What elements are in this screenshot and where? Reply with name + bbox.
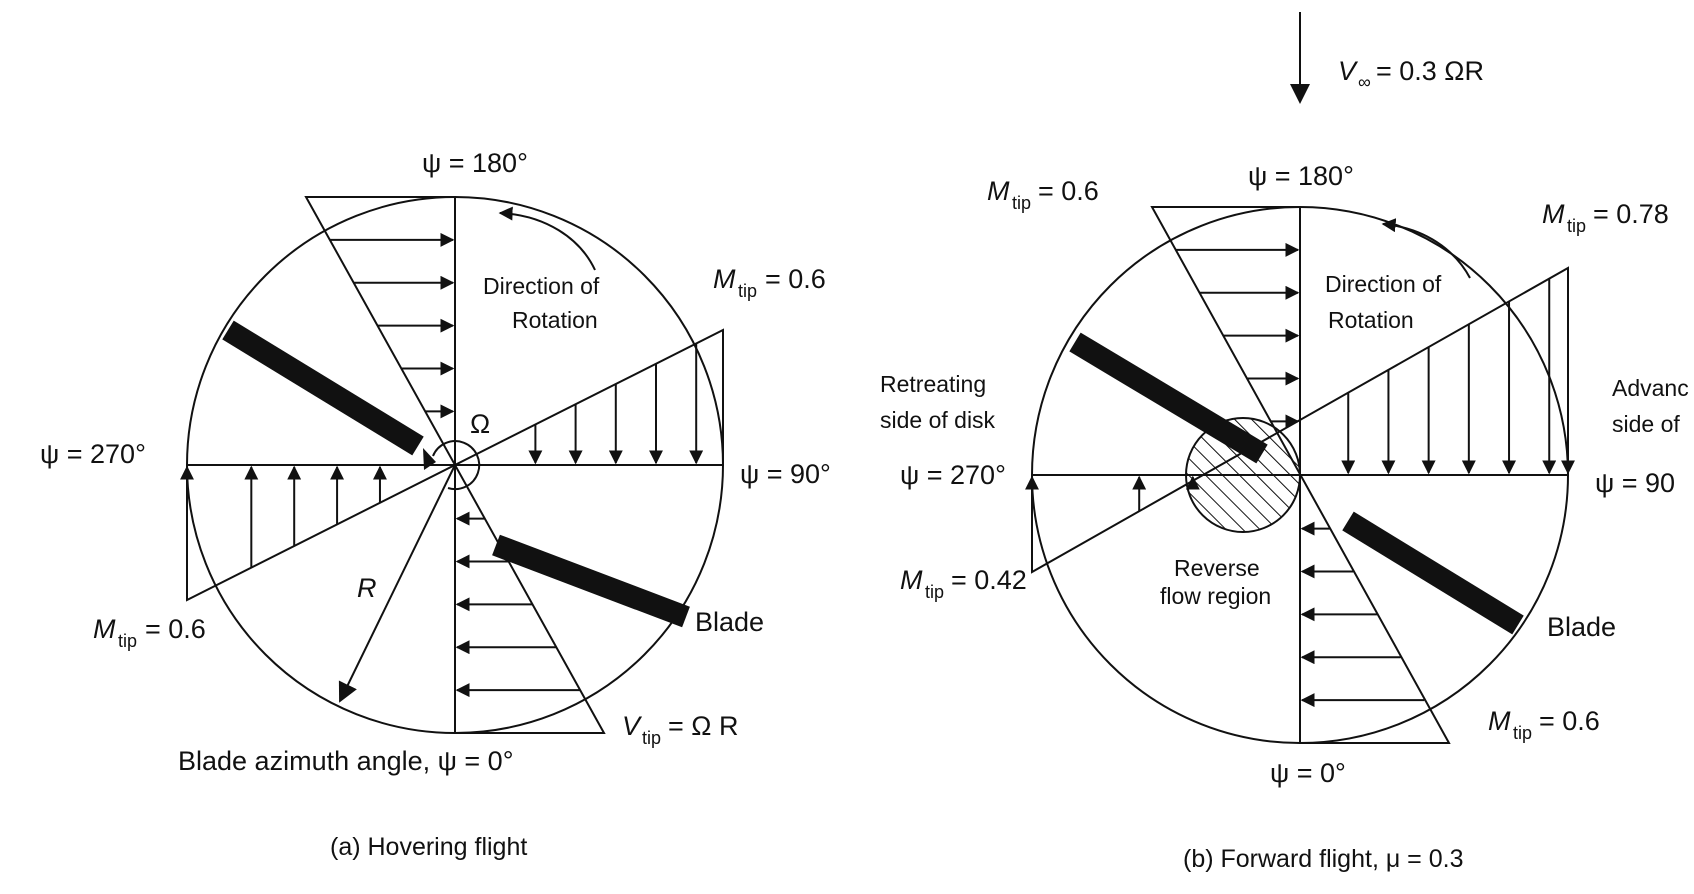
psi-0-label: Blade azimuth angle, ψ = 0° xyxy=(178,746,514,776)
rotation-direction-arrow xyxy=(1381,218,1471,279)
svg-text:M: M xyxy=(1488,706,1511,736)
mtip-left-label: M tip = 0.6 xyxy=(93,614,206,651)
omega-label: Ω xyxy=(470,409,490,439)
freestream-symbol: V xyxy=(1338,56,1359,86)
blade-label: Blade xyxy=(695,607,764,637)
psi-270-label: ψ = 270° xyxy=(900,460,1006,490)
psi-90-label: ψ = 90 xyxy=(1595,468,1675,498)
mtip-bottom-right-label: M tip = 0.6 xyxy=(1488,706,1600,743)
svg-text:= 0.42: = 0.42 xyxy=(951,565,1027,595)
svg-text:M: M xyxy=(1542,199,1565,229)
caption-a: (a) Hovering flight xyxy=(330,833,527,861)
svg-text:= Ω R: = Ω R xyxy=(668,711,738,741)
radius-arrow xyxy=(338,464,456,703)
reverse-flow-label-2: flow region xyxy=(1160,583,1271,609)
mtip-left-label: M tip = 0.42 xyxy=(900,565,1027,602)
rotation-direction-arrow xyxy=(498,206,596,271)
direction-label-1: Direction of xyxy=(1325,271,1442,297)
radius-label: R xyxy=(357,573,377,603)
blade-advancing xyxy=(492,534,690,628)
direction-label-1: Direction of xyxy=(483,273,600,299)
mtip-top-left-label: M tip = 0.6 xyxy=(987,176,1099,213)
svg-text:tip: tip xyxy=(118,631,137,651)
psi-180-label: ψ = 180° xyxy=(1248,161,1354,191)
velocity-arrows xyxy=(180,232,704,698)
svg-text:tip: tip xyxy=(1567,216,1586,236)
svg-text:M: M xyxy=(987,176,1010,206)
mtip-top-right-label: M tip = 0.78 xyxy=(1542,199,1669,236)
omega-arc xyxy=(432,440,481,491)
direction-label-2: Rotation xyxy=(512,307,598,333)
svg-text:tip: tip xyxy=(738,281,757,301)
svg-text:M: M xyxy=(900,565,923,595)
retreating-label-1: Retreating xyxy=(880,371,986,397)
svg-text:= 0.6: = 0.6 xyxy=(765,264,826,294)
svg-text:tip: tip xyxy=(925,582,944,602)
advancing-label-2: side of xyxy=(1612,411,1680,437)
psi-270-label: ψ = 270° xyxy=(40,439,146,469)
svg-text:= 0.6: = 0.6 xyxy=(1038,176,1099,206)
velocity-triangles-vertical xyxy=(304,196,606,734)
svg-text:V: V xyxy=(622,711,643,741)
svg-text:M: M xyxy=(93,614,116,644)
omega-arrowhead xyxy=(423,448,436,470)
mtip-right-label: M tip = 0.6 xyxy=(713,264,826,301)
blade-retreating xyxy=(222,320,424,456)
freestream-value: = 0.3 ΩR xyxy=(1376,56,1484,86)
panel-forward-flight: Reverse flow region Direction of Rotatio… xyxy=(880,161,1689,873)
blade-advancing xyxy=(1342,511,1524,635)
psi-0-label: ψ = 0° xyxy=(1270,758,1346,788)
advancing-label-1: Advanc xyxy=(1612,375,1689,401)
panel-hovering: Ω R Direction of Rotation ψ = 180° ψ = 9… xyxy=(40,148,831,861)
freestream-subscript: ∞ xyxy=(1358,72,1371,92)
caption-b: (b) Forward flight, μ = 0.3 xyxy=(1183,845,1463,873)
reverse-flow-label-1: Reverse xyxy=(1174,555,1260,581)
vtip-label: V tip = Ω R xyxy=(622,711,738,748)
blade-retreating xyxy=(1069,332,1268,464)
velocity-arrows xyxy=(1025,242,1575,708)
retreating-label-2: side of disk xyxy=(880,407,996,433)
freestream-velocity: V ∞ = 0.3 ΩR xyxy=(1290,12,1484,104)
psi-90-label: ψ = 90° xyxy=(740,459,831,489)
blade-label: Blade xyxy=(1547,612,1616,642)
svg-text:tip: tip xyxy=(1012,193,1031,213)
reverse-flow-label-bg xyxy=(1166,554,1324,610)
svg-text:tip: tip xyxy=(642,728,661,748)
direction-label-2: Rotation xyxy=(1328,307,1414,333)
psi-180-label: ψ = 180° xyxy=(422,148,528,178)
svg-text:= 0.78: = 0.78 xyxy=(1593,199,1669,229)
svg-text:= 0.6: = 0.6 xyxy=(1539,706,1600,736)
svg-text:= 0.6: = 0.6 xyxy=(145,614,206,644)
velocity-triangles-vertical xyxy=(1150,206,1451,744)
svg-text:M: M xyxy=(713,264,736,294)
svg-text:tip: tip xyxy=(1513,723,1532,743)
